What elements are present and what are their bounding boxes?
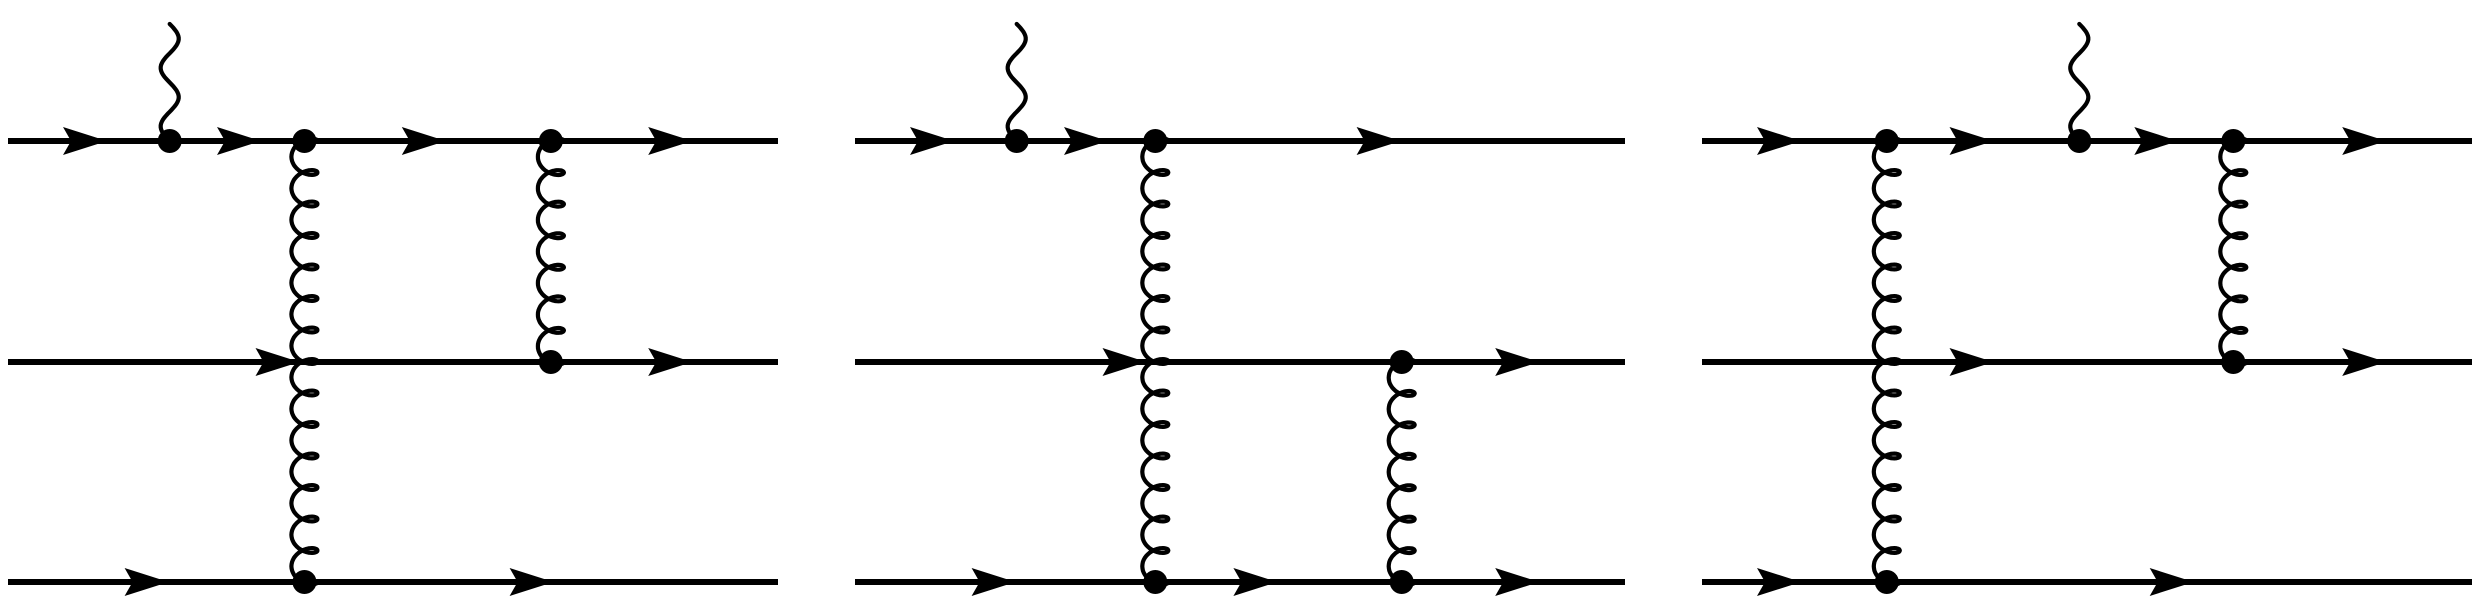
gluon-propagator-2	[2218, 136, 2249, 367]
fermion-arrow-icon	[1757, 127, 1801, 155]
fermion-arrow-icon	[2134, 127, 2179, 155]
fermion-arrow-icon	[1949, 348, 1994, 376]
fermion-arrow-icon	[2342, 348, 2387, 376]
vertex-dot	[292, 570, 317, 594]
fermion-arrow-icon	[401, 127, 446, 155]
fermion-arrow-icon	[2342, 127, 2387, 155]
fermion-arrow-icon	[648, 348, 693, 376]
gluon-propagator-2	[1386, 357, 1417, 587]
fermion-arrow-icon	[255, 348, 300, 376]
fermion-arrow-icon	[1495, 348, 1540, 376]
fermion-arrow-icon	[971, 568, 1016, 596]
photon-wavy-line	[158, 21, 181, 144]
gluon-propagator-1	[1871, 136, 1902, 587]
vertex-dot	[1143, 129, 1168, 153]
photon-wavy-line	[1005, 21, 1028, 144]
gluon-propagator-2	[535, 136, 566, 367]
vertex-dot	[292, 129, 317, 153]
photon-wavy-line	[2068, 21, 2091, 144]
vertex-dot	[1389, 350, 1414, 374]
vertex-dot	[1874, 129, 1899, 153]
vertex-dot	[538, 129, 563, 153]
fermion-arrow-icon	[1949, 127, 1994, 155]
vertex-dot	[538, 350, 563, 374]
vertex-dot	[2221, 350, 2246, 374]
photon-vertex-dot	[2067, 129, 2092, 153]
fermion-arrow-icon	[63, 127, 107, 155]
fermion-arrow-icon	[509, 568, 554, 596]
fermion-arrow-icon	[1233, 568, 1278, 596]
fermion-arrow-icon	[1064, 127, 1108, 155]
fermion-arrow-icon	[124, 568, 169, 596]
diagram-2	[855, 21, 1625, 596]
diagram-3	[1702, 21, 2472, 596]
fermion-arrow-icon	[648, 127, 693, 155]
fermion-arrow-icon	[1356, 127, 1401, 155]
vertex-dot	[1143, 570, 1168, 594]
fermion-arrow-icon	[2149, 568, 2194, 596]
vertex-dot	[1874, 570, 1899, 594]
fermion-arrow-icon	[910, 127, 954, 155]
diagram-1	[8, 21, 778, 596]
fermion-arrow-icon	[1102, 348, 1147, 376]
photon-vertex-dot	[1004, 129, 1029, 153]
fermion-arrow-icon	[1495, 568, 1540, 596]
gluon-propagator-1	[289, 136, 320, 587]
photon-vertex-dot	[157, 129, 182, 153]
vertex-dot	[1389, 570, 1414, 594]
fermion-arrow-icon	[217, 127, 261, 155]
vertex-dot	[2221, 129, 2246, 153]
gluon-propagator-1	[1140, 136, 1171, 587]
fermion-arrow-icon	[1757, 568, 1801, 596]
